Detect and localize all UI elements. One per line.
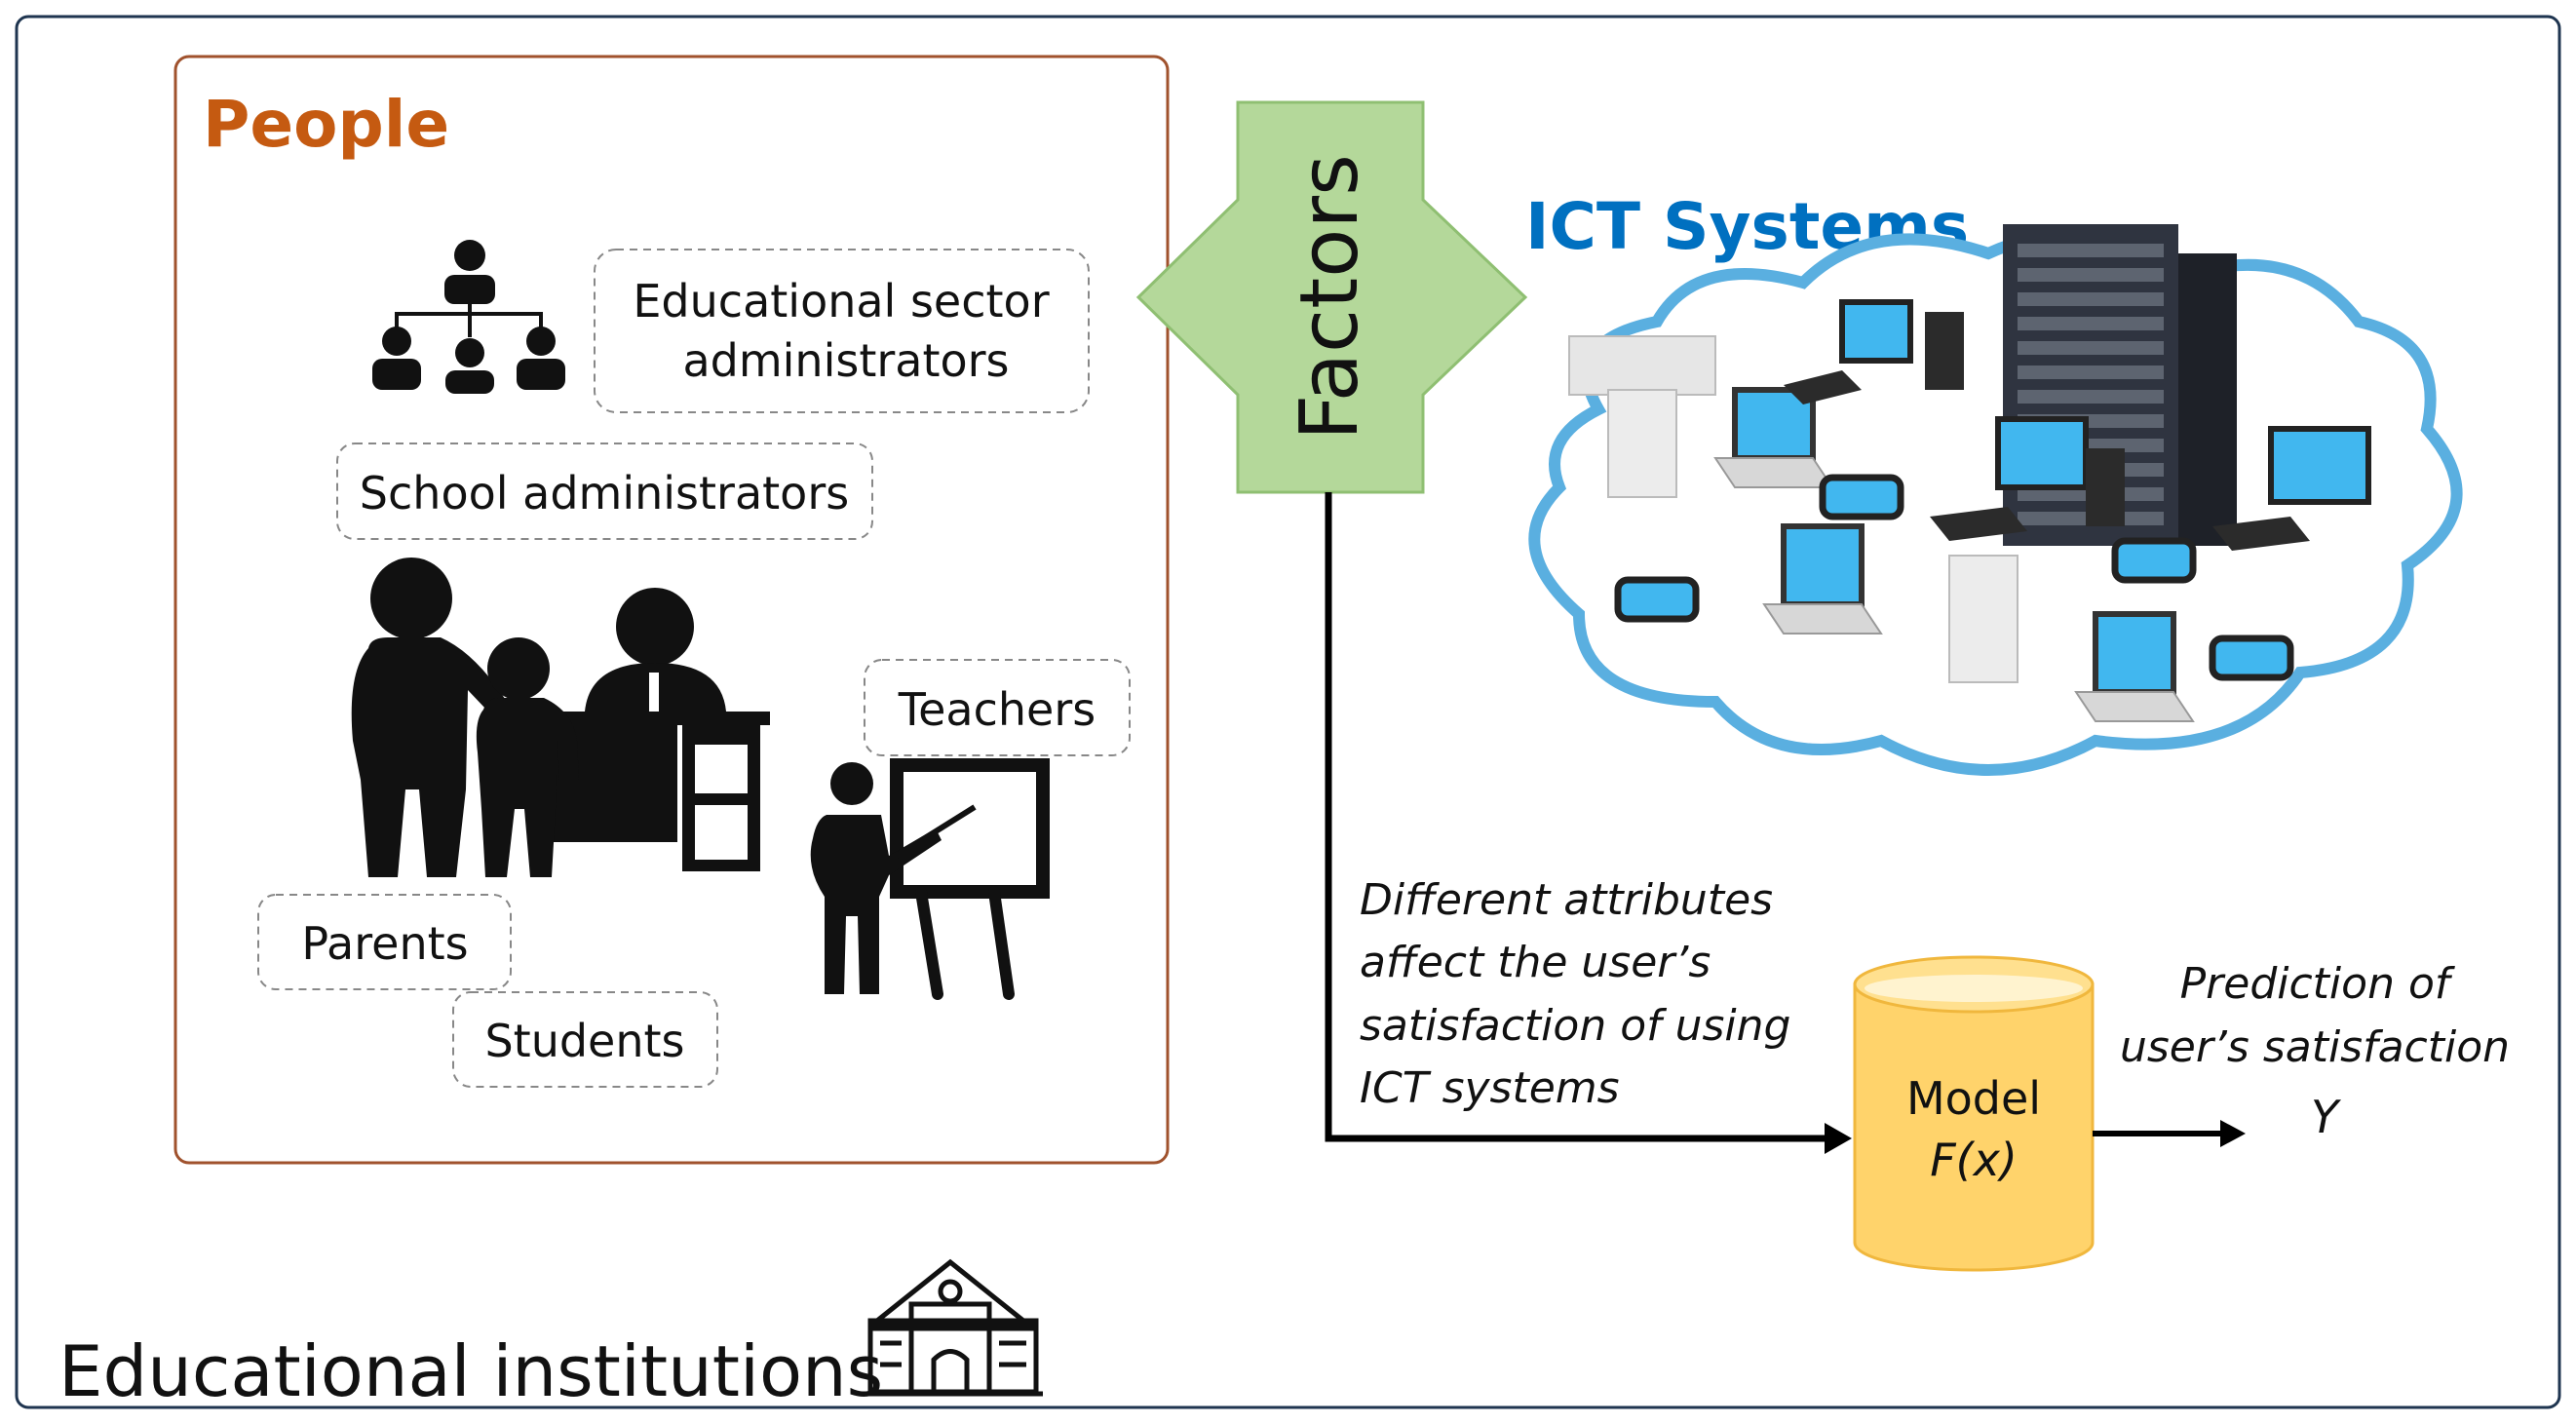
org-chart-icon (372, 240, 565, 394)
parents-label: Parents (301, 917, 468, 970)
school-admins-box (336, 443, 873, 540)
output-arrowhead (2220, 1120, 2246, 1147)
school-building-icon (863, 1258, 1043, 1397)
parents-box (257, 894, 512, 990)
students-label: Students (484, 1015, 684, 1067)
people-box (173, 55, 1170, 1165)
model-function: F(x) (1930, 1134, 2018, 1186)
attributes-line-2: affect the user’s (1360, 938, 1711, 987)
teacher-board-icon (810, 758, 1050, 1000)
school-admins-label: School administrators (360, 467, 849, 520)
sector-admins-line1: Educational sector (633, 275, 1049, 327)
outer-frame (15, 15, 2561, 1409)
prediction-line-2: user’s satisfaction (2120, 1022, 2510, 1072)
model-cylinder (1853, 955, 2095, 1272)
model-label: Model (1906, 1072, 2041, 1125)
attributes-line-4: ICT systems (1360, 1063, 1620, 1113)
factors-label: Factors (1284, 154, 1376, 441)
attributes-line-1: Different attributes (1360, 875, 1773, 925)
flow-arrowhead (1825, 1123, 1852, 1154)
teachers-box (864, 659, 1131, 756)
sector-admins-box (594, 249, 1090, 413)
cloud-network-icon (1528, 224, 2463, 776)
flow-line (1325, 492, 1828, 1142)
prediction-line-1: Prediction of (2180, 959, 2456, 1009)
parent-child-desk-icon (351, 558, 770, 877)
teachers-label: Teachers (898, 683, 1096, 736)
institution-label: Educational institutions (58, 1330, 883, 1412)
factors-arrow (1135, 100, 1528, 494)
output-label: Y (2311, 1091, 2342, 1143)
people-title: People (203, 87, 449, 162)
attributes-line-3: satisfaction of using (1360, 1001, 1790, 1051)
sector-admins-line2: administrators (682, 334, 1009, 387)
students-box (452, 991, 718, 1088)
